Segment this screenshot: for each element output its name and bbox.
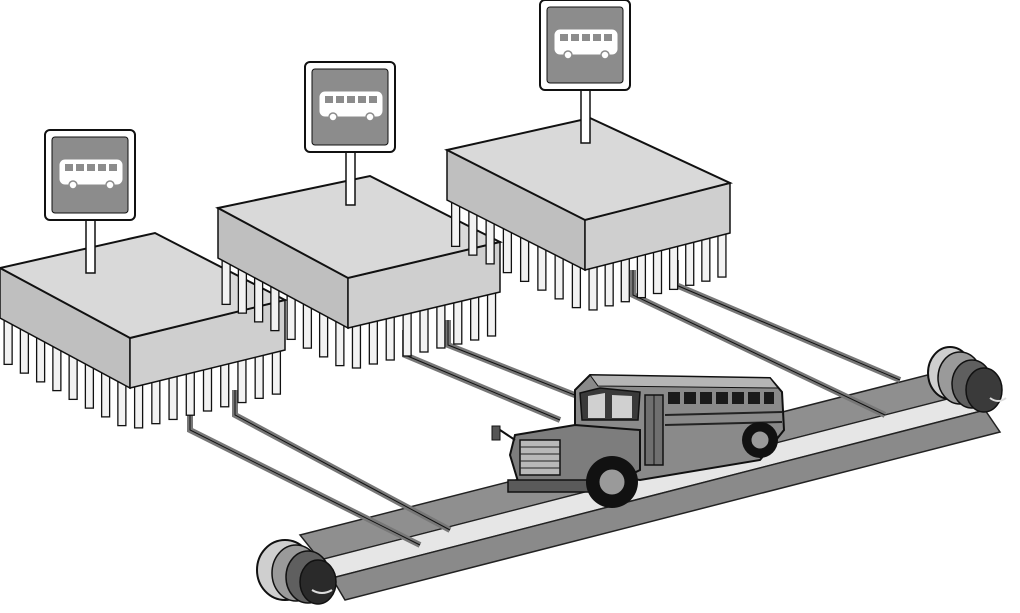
sign-post	[346, 150, 355, 205]
bus-wheel-front	[586, 456, 638, 508]
chip-block	[447, 0, 730, 310]
bus-stop-sign-icon	[540, 0, 630, 90]
bus-wheel-rear	[742, 422, 778, 458]
chips-group	[0, 0, 730, 428]
bus-stop-sign-icon	[45, 130, 135, 220]
bus-stop-sign-icon	[305, 62, 395, 152]
sign-post	[86, 218, 95, 273]
sign-post	[581, 88, 590, 143]
